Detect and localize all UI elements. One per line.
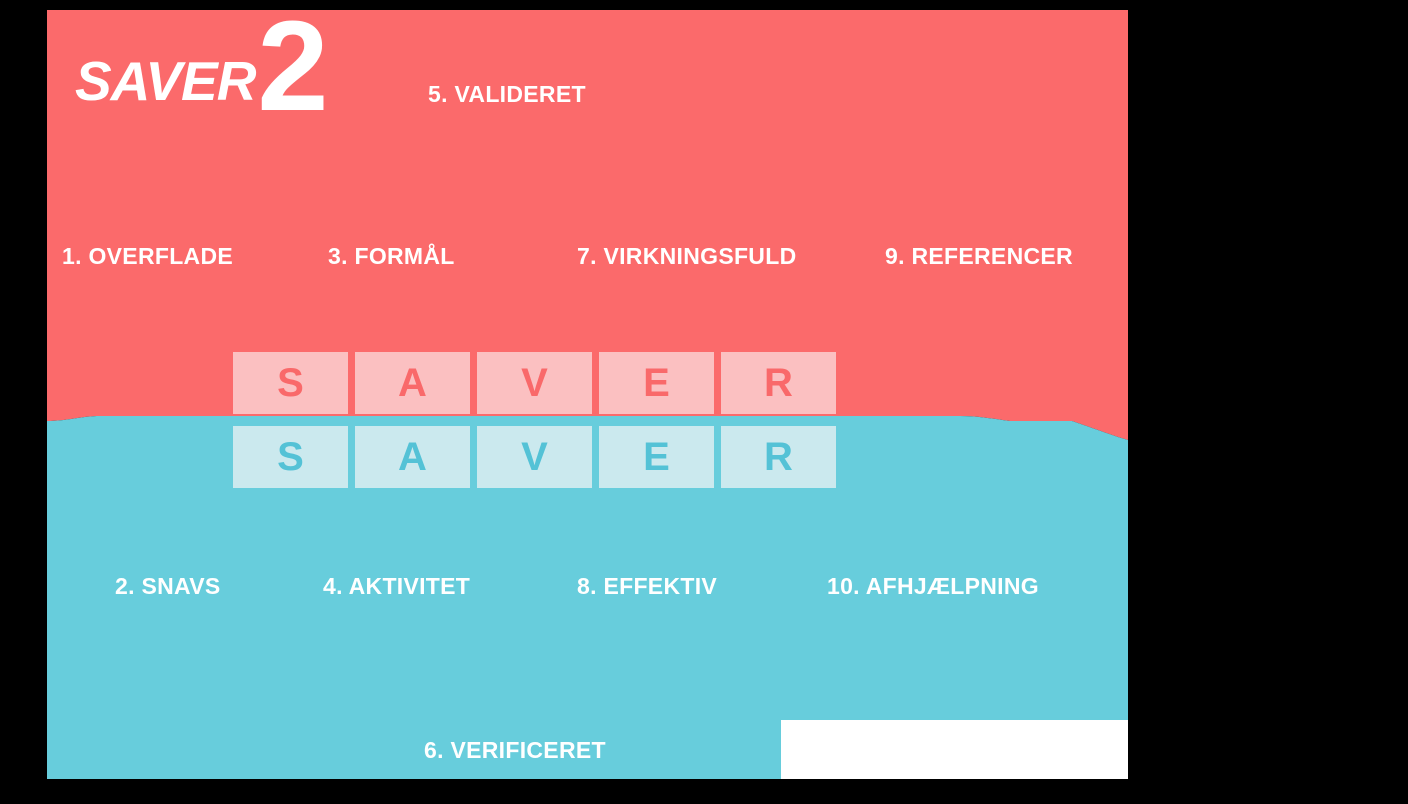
label-5-valideret: 5. VALIDERET <box>428 81 586 107</box>
saver-tiles-pink-row: S A V E R <box>233 352 836 414</box>
label-10-afhjaelpning: 10. AFHJÆLPNING <box>827 573 1039 599</box>
background-shapes <box>47 10 1128 779</box>
label-8-effektiv: 8. EFFEKTIV <box>577 573 718 599</box>
teal-bottom-shape <box>47 416 1128 779</box>
logo-brand-text: SAVER <box>75 49 256 112</box>
tile-letter: S <box>233 352 348 414</box>
tile-letter: A <box>355 352 470 414</box>
tile-letter: R <box>721 352 836 414</box>
label-9-referencer: 9. REFERENCER <box>885 243 1073 269</box>
tile-letter: S <box>233 426 348 488</box>
logo-number: 2 <box>257 0 329 138</box>
tile-letter: R <box>721 426 836 488</box>
label-3-formaal: 3. FORMÅL <box>328 243 455 269</box>
label-4-aktivitet: 4. AKTIVITET <box>323 573 471 599</box>
label-7-virkningsfuld: 7. VIRKNINGSFULD <box>577 243 797 269</box>
label-2-snavs: 2. SNAVS <box>115 573 221 599</box>
tile-letter: A <box>355 426 470 488</box>
red-top-shape <box>47 10 1128 440</box>
saver2-logo: SAVER 2 <box>75 0 329 138</box>
white-block <box>781 720 1128 779</box>
tile-letter: E <box>599 426 714 488</box>
tile-letter: E <box>599 352 714 414</box>
saver-tiles-teal-row: S A V E R <box>233 426 836 488</box>
tile-letter: V <box>477 352 592 414</box>
label-6-verificeret: 6. VERIFICERET <box>424 737 606 763</box>
tile-letter: V <box>477 426 592 488</box>
label-1-overflade: 1. OVERFLADE <box>62 243 234 269</box>
